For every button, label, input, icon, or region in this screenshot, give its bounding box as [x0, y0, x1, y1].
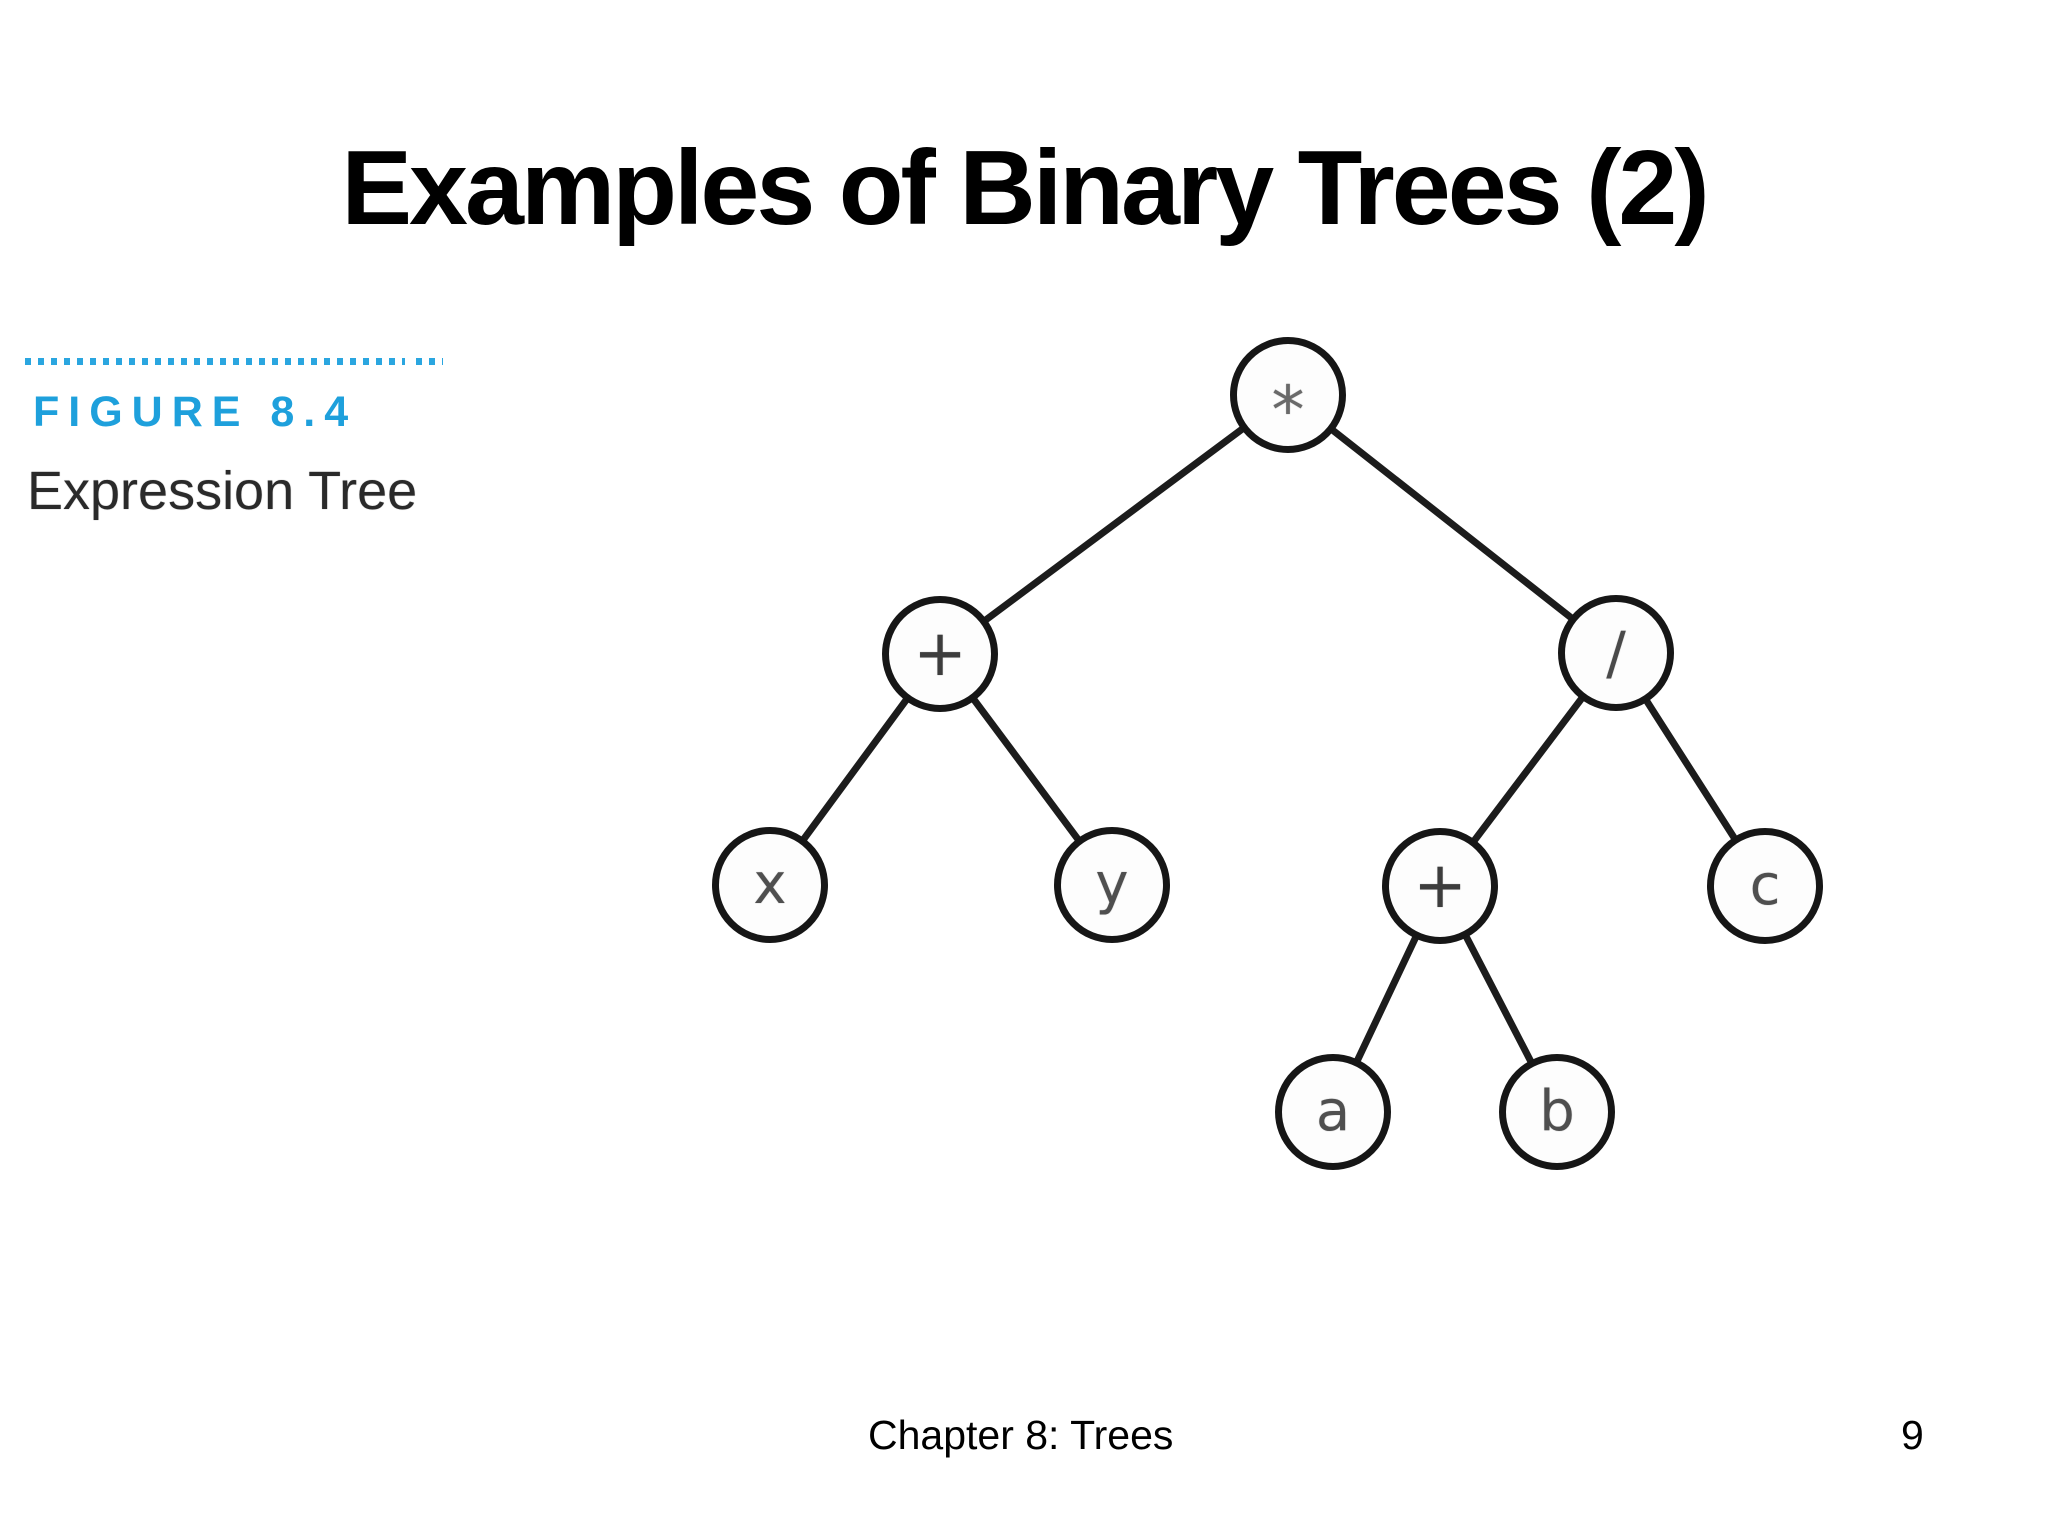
tree-node-divide: / — [1558, 595, 1674, 711]
dotted-separator-tail — [416, 358, 443, 365]
footer-text: Chapter 8: Trees — [868, 1412, 1174, 1458]
tree-node-plus-right: + — [1382, 828, 1498, 944]
tree-node-label-b: b — [1539, 1079, 1575, 1144]
tree-node-label-c: c — [1749, 853, 1781, 918]
tree-node-label-y: y — [1095, 852, 1129, 917]
figure-caption: Expression Tree — [27, 461, 418, 521]
dotted-separator — [25, 358, 443, 365]
tree-node-root: * — [1230, 337, 1346, 453]
tree-node-c: c — [1707, 828, 1823, 944]
tree-node-b: b — [1499, 1054, 1615, 1170]
tree-node-x: x — [712, 827, 828, 943]
tree-node-label-root: * — [1271, 372, 1305, 449]
tree-edge-root-divide — [1285, 392, 1619, 656]
tree-node-plus-left: + — [882, 596, 998, 712]
figure-label: FIGURE 8.4 — [33, 388, 358, 436]
tree-node-a: a — [1275, 1054, 1391, 1170]
tree-node-label-x: x — [753, 852, 787, 917]
tree-edge-root-plus-left — [937, 392, 1291, 657]
tree-node-label-plus-left: + — [913, 617, 967, 691]
dotted-separator-main — [25, 358, 405, 365]
tree-node-label-a: a — [1315, 1079, 1351, 1144]
tree-node-y: y — [1054, 827, 1170, 943]
slide-title: Examples of Binary Trees (2) — [341, 129, 1709, 247]
page-number: 9 — [1901, 1412, 1924, 1458]
tree-node-label-plus-right: + — [1413, 849, 1467, 923]
tree-node-label-divide: / — [1606, 619, 1626, 687]
